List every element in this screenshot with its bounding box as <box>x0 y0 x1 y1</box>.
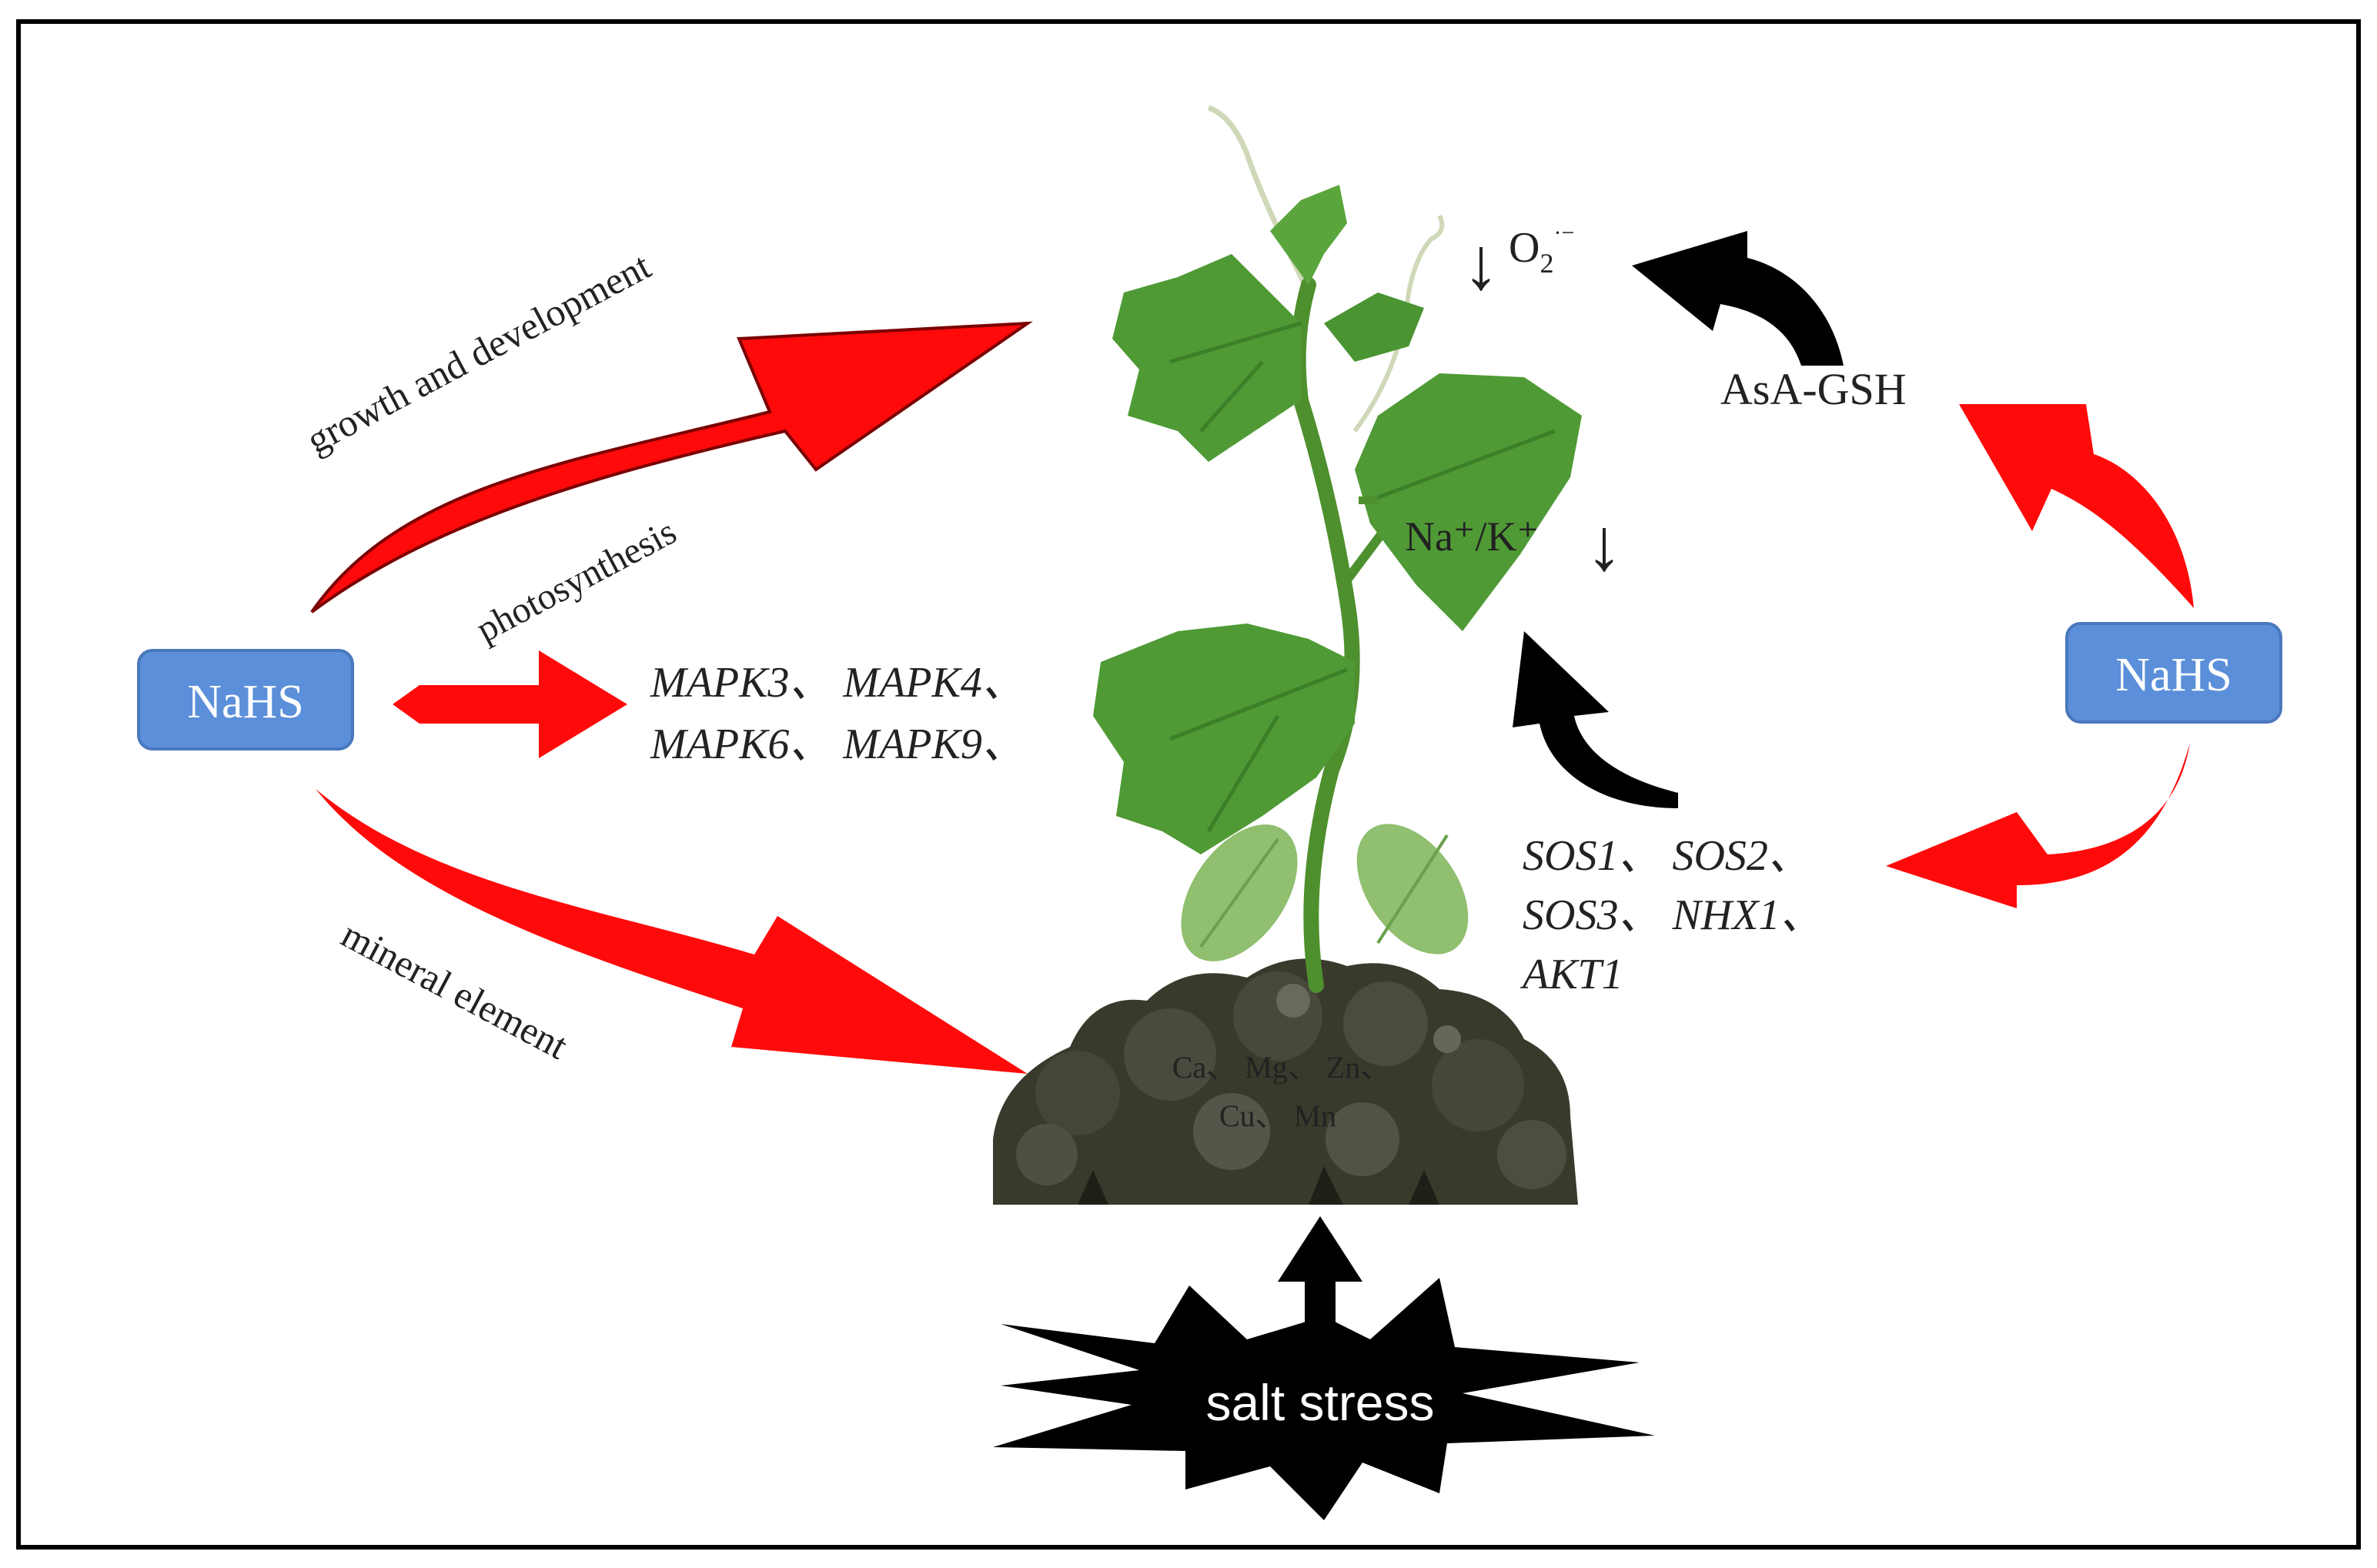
ros-down-arrow: ↓ <box>1463 222 1499 305</box>
ion-ratio-label: Na⁺/K⁺ <box>1405 513 1539 560</box>
superoxide-label: O2·− <box>1509 220 1574 279</box>
soil-mound <box>993 958 1578 1205</box>
left-nahs-label: NaHS <box>187 676 304 728</box>
sos-line3: AKT1 <box>1519 951 1623 998</box>
minerals-line2: Cu、 Mn <box>1219 1098 1336 1133</box>
salt-stress-starburst <box>993 1278 1655 1520</box>
ion-down-arrow: ↓ <box>1586 503 1623 586</box>
growth-arrow <box>310 321 1033 613</box>
nahs-to-sos-arrow <box>1886 743 2190 908</box>
right-nahs-label: NaHS <box>2115 649 2232 701</box>
salt-to-soil-arrow <box>1278 1216 1362 1339</box>
nahs-to-asa-arrow <box>1959 404 2194 608</box>
sos-line2: SOS3、 NHX1、 <box>1523 891 1823 939</box>
asa-to-ros-arrow <box>1632 231 1844 366</box>
right-nahs-box: NaHS <box>2065 622 2282 724</box>
asa-gsh-label: AsA-GSH <box>1720 364 1907 414</box>
mapk-arrow <box>393 650 627 758</box>
salt-stress-label: salt stress <box>1205 1374 1434 1431</box>
mineral-arrow <box>316 789 1028 1074</box>
minerals-line1: Ca、 Mg、 Zn、 <box>1172 1050 1391 1085</box>
cucumber-plant <box>1093 105 1582 993</box>
mapk-line1: MAPK3、 MAPK4、 <box>650 659 1025 707</box>
sos-line1: SOS1、 SOS2、 <box>1523 832 1811 880</box>
left-nahs-box: NaHS <box>137 649 354 751</box>
sos-to-ion-arrow <box>1513 631 1678 808</box>
mapk-line2: MAPK6、 MAPK9、 <box>650 720 1025 768</box>
